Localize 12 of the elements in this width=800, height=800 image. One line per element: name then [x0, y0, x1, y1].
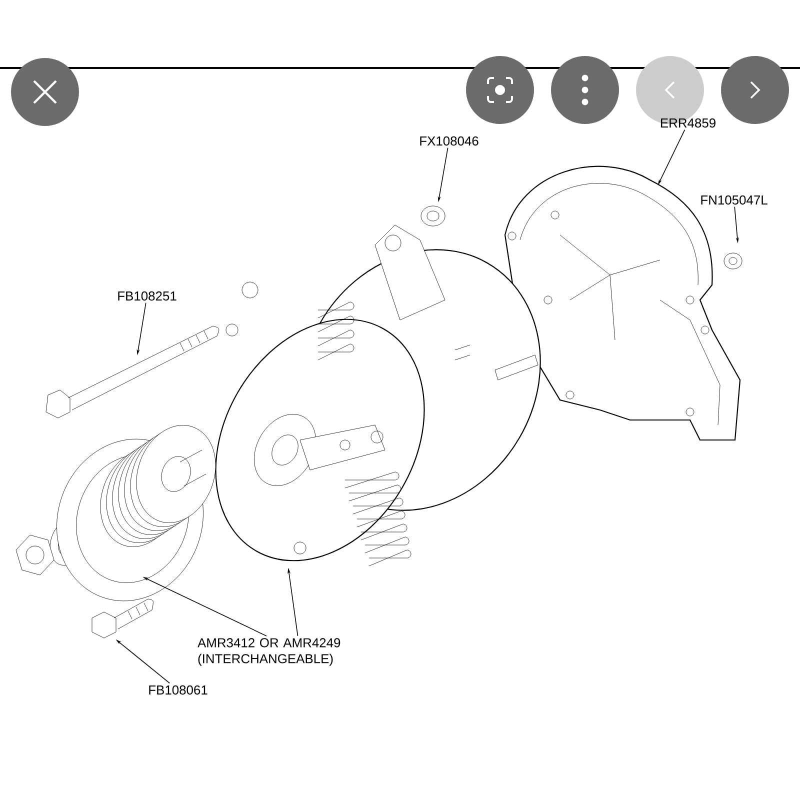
bolt-drawing — [46, 326, 220, 418]
part-number: FX108046 — [420, 136, 478, 146]
nut-drawing — [420, 206, 446, 226]
nut-drawing — [724, 252, 742, 270]
part-number: FB108251 — [118, 291, 176, 301]
bolt-drawing — [92, 598, 154, 638]
pulley-drawing — [56, 425, 216, 602]
part-number: FB108061 — [149, 685, 208, 695]
part-number: ERR4859 — [661, 118, 716, 128]
alternator-drawing — [215, 224, 541, 566]
part-number: AMR3412 OR AMR4249 (INTERCHANGEABLE) — [198, 638, 340, 666]
part-number: FN105047L — [701, 195, 768, 205]
